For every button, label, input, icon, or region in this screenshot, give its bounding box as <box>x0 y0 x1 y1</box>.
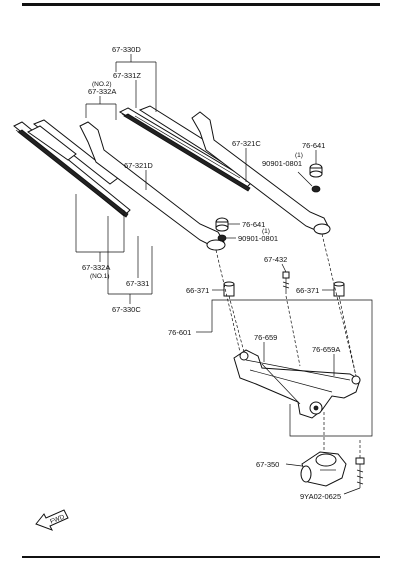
leader-lines <box>75 54 361 495</box>
label-67-331: 67-331 <box>126 279 149 288</box>
label-9YA02-0625: 9YA02-0625 <box>300 492 341 501</box>
label-67-330D: 67-330D <box>112 45 141 54</box>
label-90901-top: 90901-0801 <box>262 159 302 168</box>
linkage-assembly <box>233 349 361 419</box>
cap-76-641-mid <box>215 217 229 232</box>
label-66-371-left: 66-371 <box>186 286 209 295</box>
nut-90901-top <box>311 185 321 193</box>
wiper-blade-67-330D <box>118 105 253 192</box>
dash-line <box>321 233 357 377</box>
label-no1: (NO.1) <box>90 273 110 280</box>
label-76-659A: 76-659A <box>312 345 340 354</box>
label-67-321C: 67-321C <box>232 139 261 148</box>
label-67-330C: 67-330C <box>112 305 141 314</box>
wiper-motor-67-350 <box>300 451 347 487</box>
label-qty1-mid: (1) <box>262 228 270 235</box>
bushing-66-371-left <box>223 281 235 297</box>
label-76-641-top: 76-641 <box>302 141 325 150</box>
wiper-arm-67-321C <box>191 111 331 235</box>
dash-line <box>215 249 241 353</box>
label-90901-mid: 90901-0801 <box>238 234 278 243</box>
label-76-641-mid: 76-641 <box>242 220 265 229</box>
label-67-331Z: 67-331Z <box>113 71 141 80</box>
bolt-9YA02-0625 <box>355 457 365 488</box>
label-67-332A-top: 67-332A <box>88 87 116 96</box>
dash-line <box>228 295 245 353</box>
bottom-border-bar <box>22 556 380 558</box>
label-76-601: 76-601 <box>168 328 191 337</box>
assembly-bracket-76-601 <box>211 299 373 437</box>
label-67-321D: 67-321D <box>124 161 153 170</box>
label-67-332A-bottom: 67-332A <box>82 263 110 272</box>
label-67-350: 67-350 <box>256 460 279 469</box>
dash-line <box>285 295 301 367</box>
label-76-659: 76-659 <box>254 333 277 342</box>
dash-line <box>338 295 357 377</box>
label-no2: (NO.2) <box>92 81 112 88</box>
bolt-67-432 <box>282 271 290 294</box>
top-border-bar <box>22 3 380 6</box>
label-66-371-right: 66-371 <box>296 286 319 295</box>
label-67-432: 67-432 <box>264 255 287 264</box>
cap-76-641-top <box>309 163 323 178</box>
nut-90901-mid <box>217 234 227 242</box>
label-qty1-top: (1) <box>295 152 303 159</box>
fwd-arrow-icon <box>35 509 69 531</box>
